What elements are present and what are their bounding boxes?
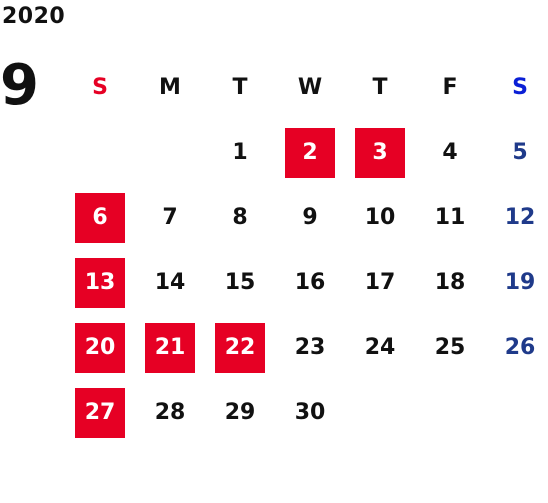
holiday-cell: 2 [275,120,345,185]
year-label: 2020 [2,4,66,29]
day-cell: 14 [135,250,205,315]
day-cell [135,120,205,185]
weekday-tue: T [232,75,248,100]
day-cell: 7 [135,185,205,250]
day-cell [415,380,485,445]
holiday-cell: 27 [65,380,135,445]
day-number: 1 [232,140,248,165]
day-number: 3 [355,127,405,178]
day-cell: 23 [275,315,345,380]
day-cell: 24 [345,315,415,380]
day-number: 9 [302,205,318,230]
day-number: 24 [364,335,396,360]
day-cell: 16 [275,250,345,315]
holiday-cell: 20 [65,315,135,380]
day-number: 27 [75,387,125,438]
day-number: 5 [512,140,528,165]
day-number: 4 [442,140,458,165]
holiday-cell: 6 [65,185,135,250]
day-number: 29 [224,400,256,425]
weekday-sun: S [92,75,108,100]
day-cell [65,120,135,185]
day-cell: 12 [485,185,548,250]
day-number: 2 [285,127,335,178]
weekday-wed: W [297,75,323,100]
day-cell [485,380,548,445]
day-number: 19 [504,270,536,295]
day-number: 16 [294,270,326,295]
day-number: 23 [294,335,326,360]
day-number: 18 [434,270,466,295]
day-number: 11 [434,205,466,230]
day-number: 6 [75,192,125,243]
day-number: 20 [75,322,125,373]
calendar-grid: S M T W T F S 1 2 3 4 5 6 7 8 9 10 11 12… [65,55,541,445]
day-number: 7 [162,205,178,230]
day-cell: 29 [205,380,275,445]
day-number: 12 [504,205,536,230]
day-cell: 28 [135,380,205,445]
day-cell: 8 [205,185,275,250]
day-number: 15 [224,270,256,295]
day-cell: 25 [415,315,485,380]
day-cell: 18 [415,250,485,315]
day-cell: 19 [485,250,548,315]
holiday-cell: 21 [135,315,205,380]
weekday-fri: F [442,75,458,100]
day-cell: 4 [415,120,485,185]
weekday-thu: T [372,75,388,100]
day-number: 8 [232,205,248,230]
month-number: 9 [0,53,39,118]
weekday-sat: S [512,75,528,100]
day-number: 25 [434,335,466,360]
weekday-mon: M [159,75,181,100]
holiday-cell: 22 [205,315,275,380]
day-number: 30 [294,400,326,425]
day-number: 17 [364,270,396,295]
day-cell: 15 [205,250,275,315]
day-cell: 5 [485,120,548,185]
holiday-cell: 13 [65,250,135,315]
day-number: 14 [154,270,186,295]
day-cell: 26 [485,315,548,380]
day-number: 13 [75,257,125,308]
day-number: 28 [154,400,186,425]
day-number: 10 [364,205,396,230]
day-cell: 30 [275,380,345,445]
day-number: 22 [215,322,265,373]
day-cell: 1 [205,120,275,185]
day-cell: 17 [345,250,415,315]
day-cell: 9 [275,185,345,250]
holiday-cell: 3 [345,120,415,185]
day-cell: 11 [415,185,485,250]
day-cell [345,380,415,445]
day-number: 21 [145,322,195,373]
day-cell: 10 [345,185,415,250]
day-number: 26 [504,335,536,360]
